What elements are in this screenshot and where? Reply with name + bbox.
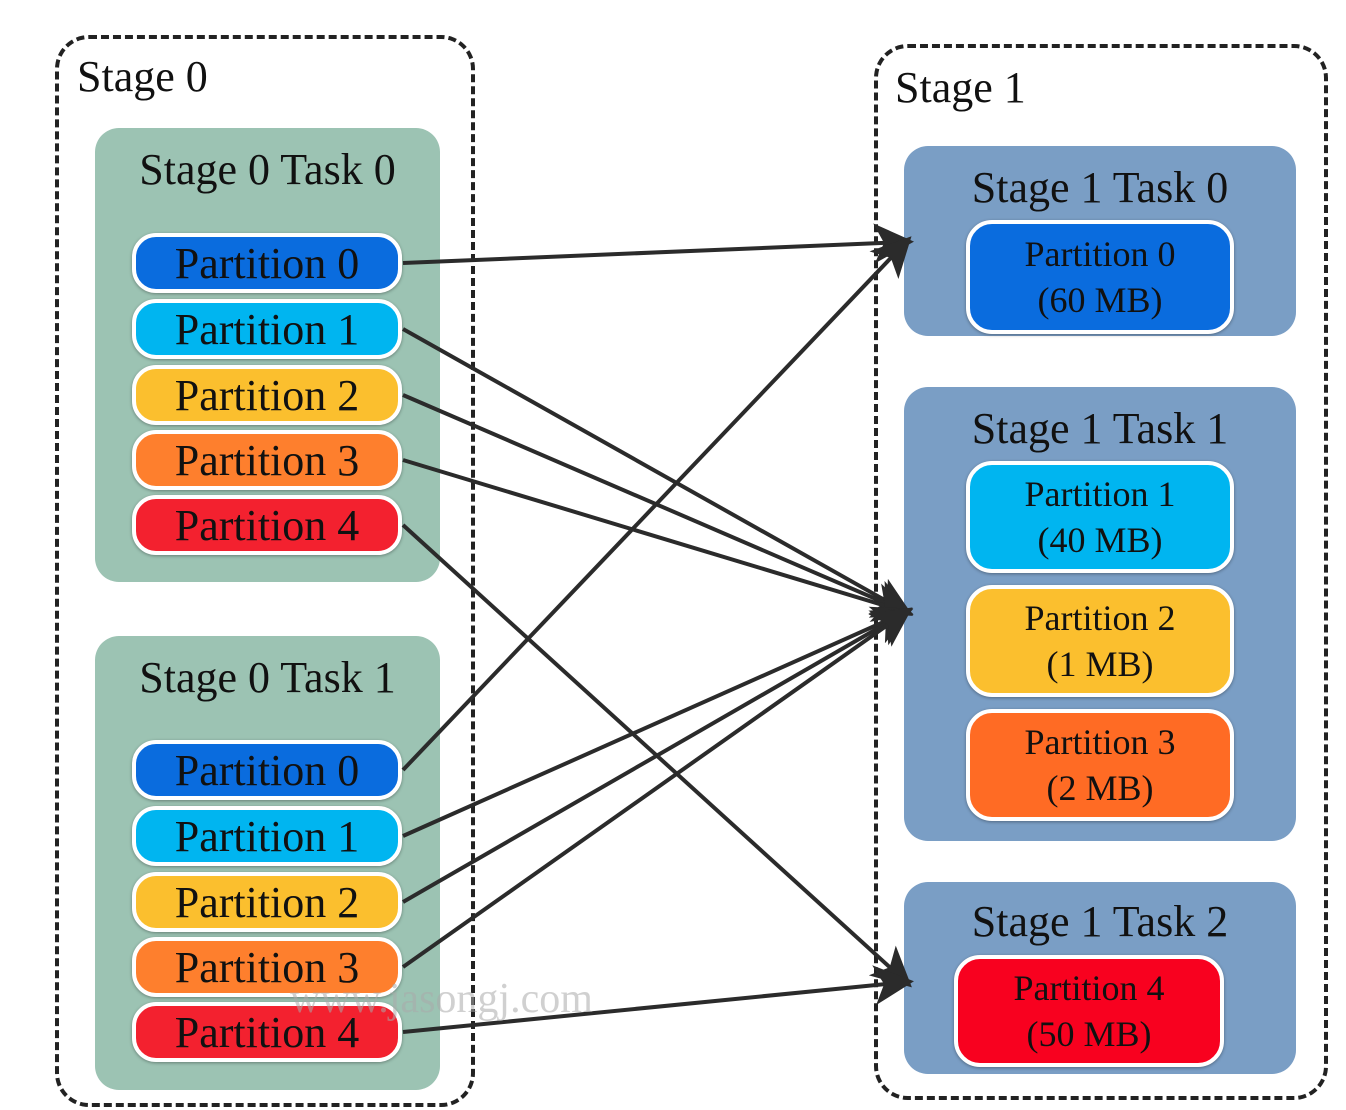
arrow-task0-p0-to-task0 [402, 223, 914, 265]
stage-1-task-0-title: Stage 1 Task 0 [971, 163, 1229, 212]
stage-0-task-1-partition-0: Partition 0 [132, 740, 402, 800]
stage-0-task-1-partition-4: Partition 4 [132, 1002, 402, 1062]
stage-1-task-0-partition-0: Partition 0 (60 MB) [966, 220, 1234, 334]
partition-name: Partition 3 [1024, 721, 1176, 762]
arrow-task0-p1-to-task1 [402, 327, 913, 616]
partition-name: Partition 2 [1024, 597, 1176, 638]
stage-1-task-1-partition-3: Partition 3 (2 MB) [966, 709, 1234, 821]
stage-0-task-1-partition-1: Partition 1 [132, 806, 402, 866]
arrow-task1-p3-to-task1 [401, 607, 913, 969]
partition-size: (1 MB) [1046, 644, 1154, 684]
stage-0-box [55, 35, 475, 1107]
arrow-task0-p3-to-task1 [402, 458, 914, 622]
partition-size: (2 MB) [1046, 768, 1154, 808]
stage-0-task-0-partition-1: Partition 1 [132, 299, 402, 359]
stage-0-task-1-partition-3: Partition 3 [132, 937, 402, 997]
stage-1-box [874, 44, 1328, 1100]
partition-size: (50 MB) [1026, 1014, 1152, 1054]
arrow-task1-p0-to-task0 [401, 236, 912, 772]
partition-size: (40 MB) [1037, 520, 1163, 560]
stage-0-title: Stage 0 [77, 52, 208, 101]
stage-1-task-2-partition-4: Partition 4 (50 MB) [954, 955, 1224, 1067]
stage-0-task-1-partition-2: Partition 2 [132, 872, 402, 932]
watermark: www.jasongj.com [290, 976, 593, 1022]
stage-1-task-2-title: Stage 1 Task 2 [971, 897, 1229, 946]
stage-1-task-1-partition-2: Partition 2 (1 MB) [966, 585, 1234, 697]
partition-size: (60 MB) [1037, 280, 1163, 320]
stage-0-task-0-title: Stage 0 Task 0 [139, 145, 396, 194]
partition-name: Partition 4 [1013, 967, 1165, 1008]
stage-0-task-0-partition-0: Partition 0 [132, 233, 402, 293]
stage-0-task-0-partition-4: Partition 4 [132, 495, 402, 555]
partition-name: Partition 0 [1024, 233, 1176, 274]
stage-0-task-0-partition-2: Partition 2 [132, 365, 402, 425]
arrow-task1-p4-to-task2 [402, 965, 914, 1034]
arrow-task1-p1-to-task1 [402, 606, 914, 838]
stage-0-task-1-title: Stage 0 Task 1 [139, 653, 396, 702]
stage-1-task-1-partition-1: Partition 1 (40 MB) [966, 461, 1234, 573]
stage-1-task-1-title: Stage 1 Task 1 [971, 404, 1229, 453]
stage-1-title: Stage 1 [895, 63, 1026, 112]
partition-name: Partition 1 [1024, 473, 1176, 514]
arrow-task1-p2-to-task1 [402, 608, 913, 904]
stage-0-task-0-partition-3: Partition 3 [132, 430, 402, 490]
arrow-task0-p4-to-task2 [401, 523, 912, 988]
